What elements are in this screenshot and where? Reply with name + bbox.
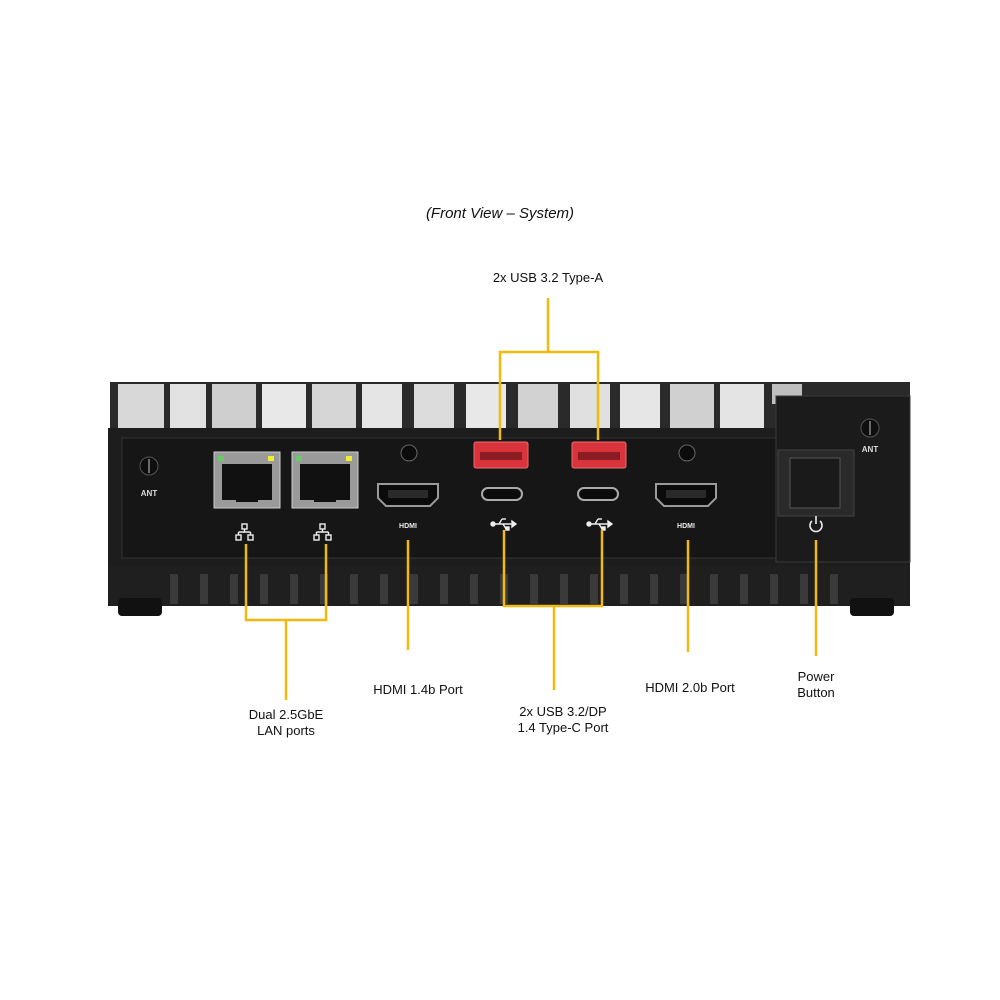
usb-type-a-port-2[interactable] (571, 441, 627, 469)
network-icon (235, 523, 254, 541)
left-foot (118, 598, 162, 616)
usb-type-c-port-2[interactable] (577, 487, 619, 501)
usb-type-a-port-1[interactable] (473, 441, 529, 469)
usb-icon (490, 518, 518, 531)
callout-usb-a-bracket (498, 350, 600, 440)
power-button-label: Power Button (776, 669, 856, 701)
usb-icon (586, 518, 614, 531)
usb-c-label-line1: 2x USB 3.2/DP (519, 704, 607, 719)
antenna-label-left: ANT (141, 489, 158, 498)
hdmi-2-0b-label: HDMI 2.0b Port (645, 680, 735, 695)
hdmi-label-left: HDMI (399, 523, 417, 530)
hdmi-1-4b-port[interactable] (377, 483, 439, 507)
usb-type-c-port-1[interactable] (481, 487, 523, 501)
lan-label-line2: LAN ports (257, 723, 315, 738)
hdmi-2-0b-port[interactable] (655, 483, 717, 507)
power-label-line2: Button (797, 685, 835, 700)
power-icon (809, 516, 823, 533)
lan-port-2[interactable] (291, 451, 359, 509)
lan-ports-label: Dual 2.5GbE LAN ports (216, 707, 356, 739)
audio-jack[interactable] (678, 444, 696, 462)
network-icon (313, 523, 332, 541)
power-button[interactable] (789, 457, 841, 509)
antenna-label-right: ANT (862, 445, 879, 454)
figure-caption: (Front View – System) (425, 205, 575, 222)
lan-label-line1: Dual 2.5GbE (248, 707, 324, 722)
hdmi-label-right: HDMI (677, 523, 695, 530)
antenna-icon (860, 418, 880, 438)
bottom-heatsink-fins (170, 574, 838, 604)
usb-type-c-label: 2x USB 3.2/DP 1.4 Type-C Port (488, 704, 638, 736)
hdmi-1-4b-label: HDMI 1.4b Port (373, 682, 463, 697)
audio-jack[interactable] (400, 444, 418, 462)
right-foot (850, 598, 894, 616)
bottom-heatsink (108, 566, 910, 606)
power-label-line1: Power (797, 669, 835, 684)
callout-lines (244, 298, 818, 700)
usb-type-a-label: 2x USB 3.2 Type-A (492, 270, 604, 285)
usb-c-label-line2: 1.4 Type-C Port (517, 720, 609, 735)
antenna-icon (139, 456, 159, 476)
lan-port-1[interactable] (213, 451, 281, 509)
